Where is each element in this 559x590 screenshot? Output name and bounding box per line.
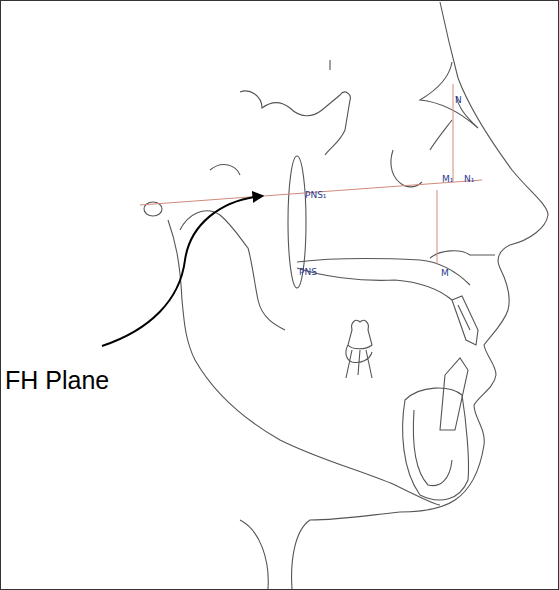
incisor-detail <box>458 305 470 330</box>
nasion-outline <box>420 62 478 128</box>
molar <box>346 320 372 378</box>
m-vertical-line <box>437 190 438 264</box>
skull-outline <box>144 2 548 589</box>
n-vertical-line <box>453 84 454 181</box>
upper-incisor <box>452 296 478 345</box>
landmark-label: PNS₁ <box>305 191 326 200</box>
neck-outline <box>240 520 268 589</box>
symphysis-inner <box>413 410 452 486</box>
plane-label: FH Plane <box>5 368 109 393</box>
cranial-base <box>329 60 330 70</box>
fh-plane-line <box>140 180 482 205</box>
symphysis <box>403 388 469 500</box>
landmark-label: N <box>455 96 462 105</box>
oral-palate <box>297 268 452 300</box>
callout-arrow <box>102 196 262 346</box>
lower-incisor <box>440 358 468 430</box>
anterior-nasal-spine <box>430 251 495 258</box>
glenoid-fossa <box>210 165 240 175</box>
landmark-label: N₁ <box>464 175 474 184</box>
mandible-border <box>195 360 440 505</box>
reference-planes <box>140 84 482 264</box>
coronoid-notch <box>180 211 285 330</box>
frontal-process <box>430 120 452 150</box>
sella-outline <box>240 91 350 155</box>
landmark-label: M₁ <box>442 175 453 184</box>
orbit-outline <box>391 150 422 187</box>
landmark-label: M <box>441 269 449 278</box>
landmark-label: PNS <box>299 268 317 277</box>
soft-tissue-profile <box>292 2 548 589</box>
nasal-floor <box>297 259 470 285</box>
